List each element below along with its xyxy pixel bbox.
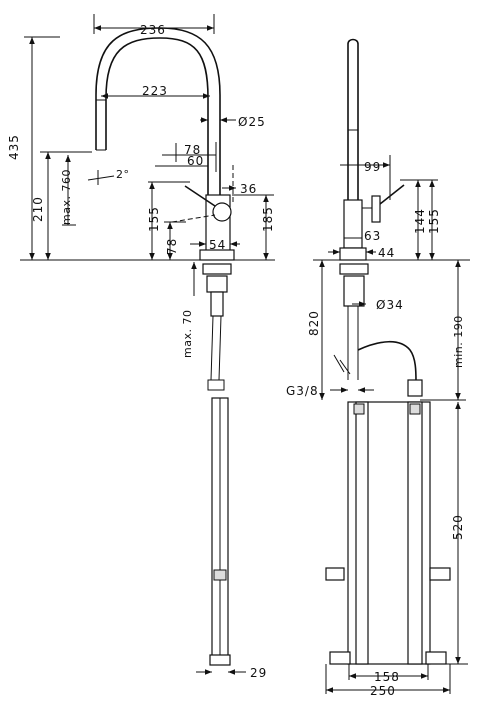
- dim-text-d34: Ø34: [376, 298, 404, 312]
- dim-text-158: 158: [374, 670, 400, 684]
- dim-text-min190: min. 190: [452, 315, 465, 368]
- angle-line: [87, 175, 115, 181]
- hose-guide-foot: [209, 654, 231, 666]
- pullout-hose-loop: [357, 340, 417, 383]
- threaded-shank: [210, 291, 224, 317]
- side-view: 99 144 155 63 44 Ø34 820 min. 190: [286, 38, 470, 698]
- mounting-nut: [206, 275, 228, 293]
- hose-fittings-side: [333, 354, 351, 375]
- frame-right-rail: [407, 401, 423, 665]
- dim-text-223: 223: [142, 84, 168, 98]
- foot-right: [425, 651, 447, 665]
- dim-text-520: 520: [451, 514, 465, 540]
- counterweight-clip: [213, 569, 227, 581]
- base-side: [339, 247, 367, 261]
- dim-text-g38: G3/8: [286, 384, 319, 398]
- dim-text-144: 144: [413, 208, 427, 234]
- nut-side: [343, 275, 365, 307]
- dim-text-54: 54: [209, 238, 226, 252]
- dim-text-210: 210: [31, 196, 45, 222]
- spout-outline-outer: [95, 27, 221, 200]
- dim-text-29: 29: [250, 666, 267, 680]
- dim-text-63: 63: [364, 229, 381, 243]
- handle-knob: [212, 202, 232, 222]
- body-side: [343, 199, 363, 249]
- foot-left: [329, 651, 351, 665]
- hose-connector-side: [407, 379, 423, 397]
- dim-text-max70: max. 70: [181, 310, 194, 358]
- frame-bolt-tl: [353, 403, 365, 415]
- dim-text-44: 44: [378, 246, 395, 260]
- spout-outline-inner: [105, 37, 209, 200]
- dim-text-d25: Ø25: [238, 115, 266, 129]
- dim-text-236: 236: [140, 23, 166, 37]
- handle-side: [371, 195, 381, 223]
- dim-text-angle: 2°: [116, 168, 130, 181]
- clamp-left: [325, 567, 345, 581]
- faucet-base: [199, 249, 235, 261]
- dim-text-760: max. 760: [60, 169, 73, 225]
- dim-text-78b: 78: [165, 238, 179, 255]
- dim-text-60: 60: [187, 154, 204, 168]
- dim-text-250: 250: [370, 684, 396, 698]
- frame-left-rail: [355, 401, 369, 665]
- handle-lever-side: [379, 184, 405, 205]
- clamp-right: [429, 567, 451, 581]
- dim-text-155: 155: [147, 206, 161, 232]
- supply-hoses: [210, 315, 222, 381]
- frame-bolt-tr: [409, 403, 421, 415]
- dim-text-435: 435: [7, 134, 21, 160]
- dim-text-99: 99: [364, 160, 381, 174]
- hose-fittings: [207, 379, 225, 391]
- dim-text-820: 820: [307, 310, 321, 336]
- flange-side: [339, 263, 369, 275]
- handle-alt-position: [171, 214, 216, 223]
- handle-lever: [184, 185, 216, 207]
- dim-text-155-side: 155: [427, 208, 441, 234]
- front-view: 236 223 Ø25 78 60 2° 435 210 max. 760: [7, 14, 275, 680]
- dim-text-78: 78: [184, 143, 201, 157]
- dim-text-36: 36: [240, 182, 257, 196]
- dim-text-185: 185: [261, 206, 275, 232]
- mounting-flange: [202, 263, 232, 275]
